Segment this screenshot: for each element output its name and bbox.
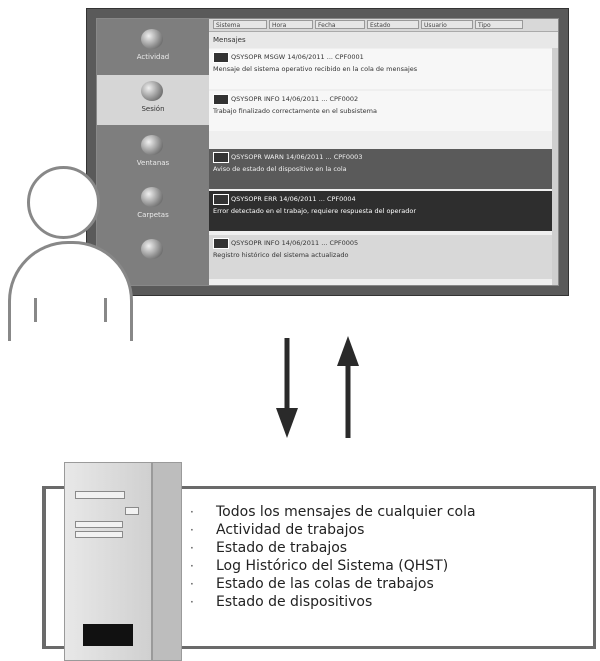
bullet: · xyxy=(190,595,194,609)
scrollbar xyxy=(552,48,558,285)
user-body xyxy=(8,241,133,341)
sidebar-label: Carpetas xyxy=(137,211,169,219)
windows-icon xyxy=(141,135,163,155)
sidebar-item-session: Sesión xyxy=(97,75,209,125)
up-arrow-icon xyxy=(337,336,359,438)
messages-label: Mensajes xyxy=(209,32,558,48)
bullet: · xyxy=(190,577,194,591)
message-icon xyxy=(213,238,229,249)
list-item: · Estado de trabajos xyxy=(190,539,476,557)
activity-icon xyxy=(141,29,163,49)
list-item: · Estado de dispositivos xyxy=(190,593,476,611)
sidebar-label: Sesión xyxy=(141,105,165,113)
message-icon xyxy=(213,152,229,163)
column-header: Usuario xyxy=(421,20,473,29)
list-item-text: Estado de las colas de trabajos xyxy=(216,576,434,592)
list-item: · Todos los mensajes de cualquier cola xyxy=(190,503,476,521)
list-item-text: Estado de dispositivos xyxy=(216,594,373,610)
message-icon xyxy=(213,194,229,205)
console-sidebar: Actividad Sesión Ventanas Carpetas xyxy=(97,19,209,285)
drive-slot xyxy=(75,531,123,538)
sidebar-item-folders: Carpetas xyxy=(97,181,209,231)
list-item-text: Log Histórico del Sistema (QHST) xyxy=(216,558,449,574)
console-screen: Actividad Sesión Ventanas Carpetas xyxy=(96,18,559,286)
data-flow-arrows xyxy=(276,336,359,438)
user-arm-left xyxy=(34,298,37,322)
message-row: QSYSOPR WARN 14/06/2011 ... CPF0003 Avis… xyxy=(209,149,558,189)
bullet: · xyxy=(190,505,194,519)
sidebar-item-windows: Ventanas xyxy=(97,129,209,179)
message-text: Mensaje del sistema operativo recibido e… xyxy=(213,65,418,73)
drive-slot xyxy=(75,491,125,499)
list-item-text: Estado de trabajos xyxy=(216,540,348,556)
user-arm-right xyxy=(104,298,107,322)
message-row: QSYSOPR MSGW 14/06/2011 ... CPF0001 Mens… xyxy=(209,49,558,89)
message-header: QSYSOPR INFO 14/06/2011 ... CPF0002 xyxy=(231,95,359,103)
message-header: QSYSOPR WARN 14/06/2011 ... CPF0003 xyxy=(231,153,363,161)
message-header: QSYSOPR ERR 14/06/2011 ... CPF0004 xyxy=(231,195,356,203)
server-display xyxy=(83,624,133,646)
app-icon xyxy=(141,239,163,259)
message-text: Registro histórico del sistema actualiza… xyxy=(213,251,349,259)
message-text: Aviso de estado del dispositivo en la co… xyxy=(213,165,347,173)
column-header: Hora xyxy=(269,20,313,29)
list-item: · Actividad de trabajos xyxy=(190,521,476,539)
bullet: · xyxy=(190,541,194,555)
list-item-text: Actividad de trabajos xyxy=(216,522,365,538)
drive-slot xyxy=(125,507,139,515)
message-row: QSYSOPR INFO 14/06/2011 ... CPF0005 Regi… xyxy=(209,235,558,279)
column-header: Estado xyxy=(367,20,419,29)
drive-slot xyxy=(75,521,123,528)
user-icon xyxy=(27,166,100,239)
message-text: Error detectado en el trabajo, requiere … xyxy=(213,207,416,215)
monitor: Actividad Sesión Ventanas Carpetas xyxy=(86,8,569,296)
server-feature-list: · Todos los mensajes de cualquier cola · A… xyxy=(190,503,476,611)
session-icon xyxy=(141,81,163,101)
folder-icon xyxy=(141,187,163,207)
message-row: QSYSOPR ERR 14/06/2011 ... CPF0004 Error… xyxy=(209,191,558,231)
list-item: · Estado de las colas de trabajos xyxy=(190,575,476,593)
server-front xyxy=(64,462,152,661)
console-content: Sistema Hora Fecha Estado Usuario Tipo M… xyxy=(209,19,558,285)
server-icon xyxy=(64,462,182,661)
list-item: · Log Histórico del Sistema (QHST) xyxy=(190,557,476,575)
column-header: Sistema xyxy=(213,20,267,29)
server-side xyxy=(152,462,182,661)
sidebar-label: Ventanas xyxy=(136,159,170,167)
column-header: Fecha xyxy=(315,20,365,29)
column-header: Tipo xyxy=(475,20,523,29)
message-icon xyxy=(213,94,229,105)
sidebar-item-other xyxy=(97,233,209,283)
message-text: Trabajo finalizado correctamente en el s… xyxy=(213,107,377,115)
message-row: QSYSOPR INFO 14/06/2011 ... CPF0002 Trab… xyxy=(209,91,558,131)
column-header-bar: Sistema Hora Fecha Estado Usuario Tipo xyxy=(209,19,558,32)
sidebar-item-activity: Actividad xyxy=(97,23,209,73)
down-arrow-icon xyxy=(276,338,298,438)
bullet: · xyxy=(190,559,194,573)
message-header: QSYSOPR INFO 14/06/2011 ... CPF0005 xyxy=(231,239,359,247)
message-header: QSYSOPR MSGW 14/06/2011 ... CPF0001 xyxy=(231,53,364,61)
bullet: · xyxy=(190,523,194,537)
sidebar-label: Actividad xyxy=(136,53,170,61)
list-item-text: Todos los mensajes de cualquier cola xyxy=(216,504,476,520)
message-icon xyxy=(213,52,229,63)
